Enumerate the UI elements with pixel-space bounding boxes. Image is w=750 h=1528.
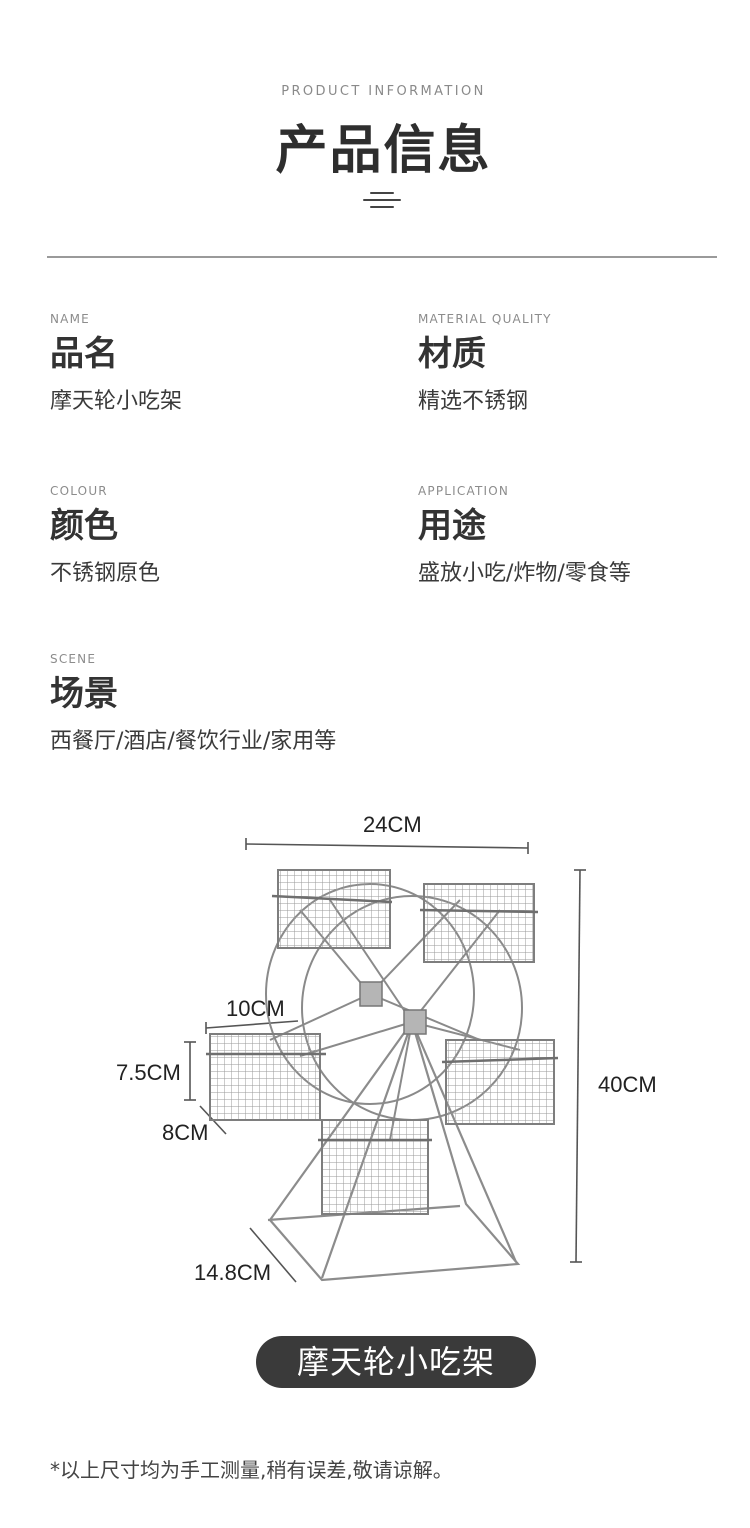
- dimension-basket-height-label: 7.5CM: [116, 1060, 181, 1085]
- info-application: APPLICATION 用途 盛放小吃/炸物/零食等: [418, 484, 631, 588]
- info-name-value: 摩天轮小吃架: [50, 389, 183, 414]
- info-scene-cn: 场景: [50, 674, 118, 714]
- decorative-lines-icon: [363, 192, 401, 212]
- dimension-basket-depth-label: 8CM: [162, 1120, 209, 1145]
- page-title: 产品信息: [275, 121, 492, 181]
- info-name-cn: 品名: [50, 334, 118, 374]
- info-application-cn: 用途: [418, 506, 486, 546]
- info-material: MATERIAL QUALITY 材质 精选不锈钢: [418, 312, 552, 416]
- ferris-wheel-snack-rack-image: [184, 838, 586, 1283]
- info-material-value: 精选不锈钢: [418, 389, 529, 414]
- dimension-basket-length-label: 10CM: [226, 996, 285, 1021]
- info-material-en: MATERIAL QUALITY: [418, 312, 552, 326]
- info-scene-en: SCENE: [50, 652, 97, 666]
- info-application-value: 盛放小吃/炸物/零食等: [418, 561, 631, 586]
- dimension-width-label: 24CM: [363, 812, 422, 837]
- dimension-height-label: 40CM: [598, 1072, 657, 1097]
- eyebrow-text: PRODUCT INFORMATION: [281, 84, 486, 99]
- info-colour: COLOUR 颜色 不锈钢原色: [50, 484, 160, 588]
- info-scene-value: 西餐厅/酒店/餐饮行业/家用等: [50, 729, 337, 754]
- dimension-base-depth-label: 14.8CM: [194, 1260, 272, 1285]
- measurement-disclaimer: *以上尺寸均为手工测量,稍有误差,敬请谅解。: [50, 1458, 453, 1482]
- header-divider: [47, 256, 717, 258]
- info-colour-en: COLOUR: [50, 484, 108, 498]
- info-scene: SCENE 场景 西餐厅/酒店/餐饮行业/家用等: [50, 652, 336, 756]
- info-name-en: NAME: [50, 312, 90, 326]
- info-material-cn: 材质: [418, 334, 486, 374]
- info-application-en: APPLICATION: [418, 484, 510, 498]
- info-colour-value: 不锈钢原色: [50, 561, 161, 586]
- info-name: NAME 品名 摩天轮小吃架: [50, 312, 182, 416]
- info-colour-cn: 颜色: [50, 506, 118, 546]
- header-section: PRODUCT INFORMATION 产品信息: [0, 0, 750, 260]
- product-name-badge: 摩天轮小吃架: [256, 1336, 536, 1388]
